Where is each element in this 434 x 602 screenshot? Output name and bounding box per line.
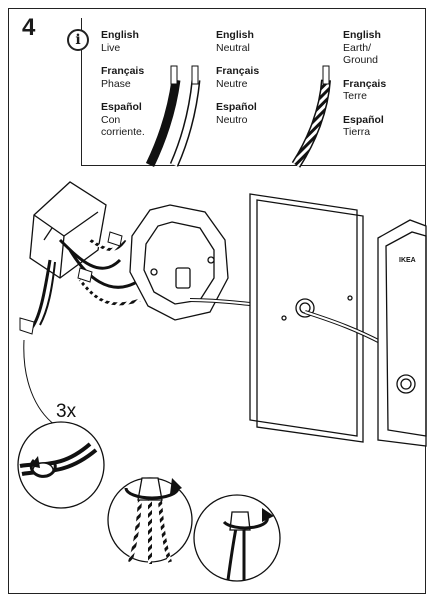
step-number: 4: [22, 14, 36, 41]
detail-circle-twist-wires: [17, 421, 105, 509]
wire-legend-panel: [81, 18, 426, 166]
detail-circle-connector-cap-2: [193, 494, 281, 582]
lang-espanol: Español: [216, 101, 257, 113]
term-terre: Terre: [343, 90, 367, 102]
term-earth-ground: Earth/ Ground: [343, 41, 379, 67]
neutral-wire-drawing: [169, 65, 201, 167]
wire-connector: [19, 231, 123, 335]
lang-english: English: [216, 29, 254, 41]
lang-francais: Français: [343, 77, 387, 90]
term-con-corriente: Con corriente.: [101, 113, 145, 139]
mounting-plate: [129, 204, 229, 321]
lang-espanol: Español: [343, 113, 384, 126]
lang-francais: Français: [101, 65, 145, 77]
callout-leader: [23, 339, 56, 426]
junction-box: [29, 181, 107, 279]
term-neutro: Neutro: [216, 113, 248, 126]
term-neutre: Neutre: [216, 77, 248, 90]
repeat-count: 3x: [56, 401, 77, 422]
term-tierra: Tierra: [343, 126, 371, 138]
rotate-arrow-icon: [262, 508, 274, 522]
term-live: Live: [101, 41, 121, 54]
fixture-back: [377, 219, 427, 447]
fixture-logo: IKEA: [399, 257, 416, 264]
live-wire-drawing: [145, 65, 181, 167]
term-neutral: Neutral: [216, 41, 250, 54]
rotate-arrow-icon: [170, 478, 182, 494]
lang-english: English: [101, 29, 139, 41]
lang-espanol: Español: [101, 101, 142, 113]
rotate-arrow-icon: [30, 456, 40, 468]
detail-circle-connector-cap: [107, 477, 193, 564]
wall-panel: [249, 193, 364, 443]
lang-francais: Français: [216, 65, 260, 77]
lang-english: English: [343, 29, 381, 41]
info-icon: i: [67, 29, 89, 51]
term-phase: Phase: [101, 77, 131, 90]
earth-wire-drawing: [291, 65, 331, 168]
